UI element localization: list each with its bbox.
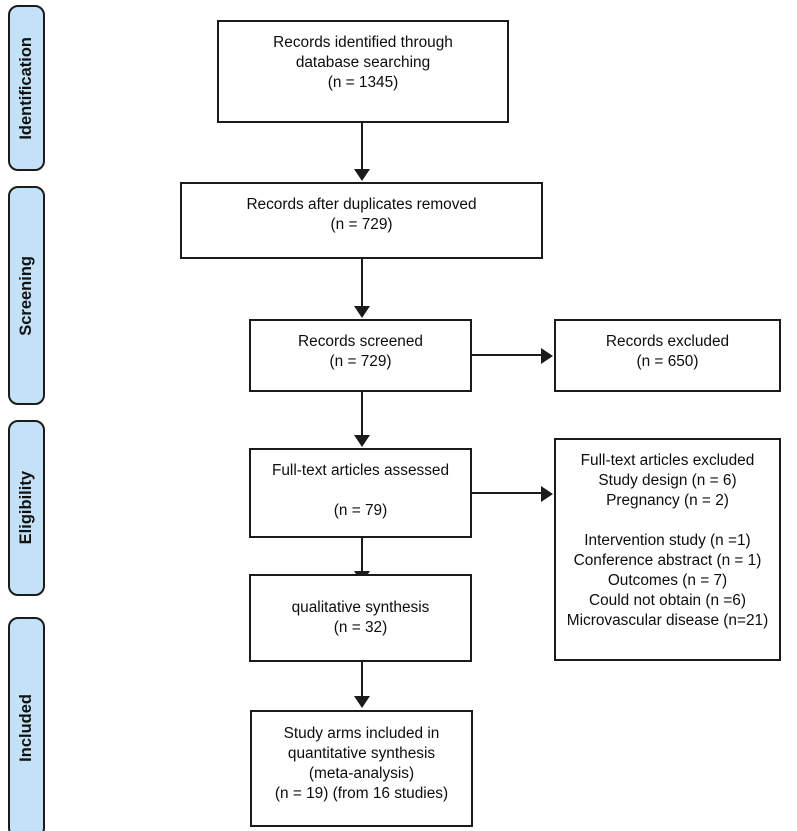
arrowhead-screened-to-excluded (541, 348, 553, 364)
stage-pill-eligibility: Eligibility (8, 420, 45, 596)
connector-screened-to-excluded (472, 354, 542, 357)
box-records-excluded-text: Records excluded (n = 650) (605, 333, 730, 371)
arrowhead-duplicates-to-screened (354, 306, 370, 318)
box-fulltext-excluded: Full-text articles excluded Study design… (554, 438, 781, 661)
connector-duplicates-to-screened (361, 259, 364, 307)
arrowhead-fulltext-to-excluded (541, 486, 553, 502)
box-duplicates-removed: Records after duplicates removed (n = 72… (180, 182, 543, 259)
stage-pill-included: Included (8, 617, 45, 831)
box-qualitative-synthesis-text: qualitative synthesis (n = 32) (291, 598, 430, 636)
connector-identified-to-duplicates (361, 123, 364, 171)
stage-label-included: Included (17, 693, 36, 762)
stage-label-screening: Screening (17, 255, 36, 336)
connector-qualitative-to-quantitative (361, 662, 364, 698)
connector-fulltext-to-qualitative (361, 538, 364, 573)
stage-pill-identification: Identification (8, 5, 45, 171)
box-fulltext-assessed: Full-text articles assessed (n = 79) (249, 448, 472, 538)
box-fulltext-assessed-text: Full-text articles assessed (n = 79) (271, 462, 450, 520)
box-qualitative-synthesis: qualitative synthesis (n = 32) (249, 574, 472, 662)
box-quantitative-synthesis: Study arms included in quantitative synt… (250, 710, 473, 827)
arrowhead-identified-to-duplicates (354, 169, 370, 181)
stage-label-eligibility: Eligibility (17, 471, 36, 545)
connector-fulltext-to-excluded (472, 492, 542, 495)
box-records-identified: Records identified through database sear… (217, 20, 509, 123)
box-records-screened-text: Records screened (n = 729) (298, 333, 423, 371)
box-quantitative-synthesis-text: Study arms included in quantitative synt… (274, 725, 449, 803)
box-records-identified-text: Records identified through database sear… (273, 34, 453, 92)
stage-pill-screening: Screening (8, 186, 45, 405)
connector-screened-to-fulltext (361, 392, 364, 437)
arrowhead-screened-to-fulltext (354, 435, 370, 447)
arrowhead-qualitative-to-quantitative (354, 696, 370, 708)
box-fulltext-excluded-text: Full-text articles excluded Study design… (566, 452, 769, 630)
box-duplicates-removed-text: Records after duplicates removed (n = 72… (246, 196, 477, 234)
box-records-screened: Records screened (n = 729) (249, 319, 472, 392)
stage-label-identification: Identification (17, 36, 36, 140)
box-records-excluded: Records excluded (n = 650) (554, 319, 781, 392)
